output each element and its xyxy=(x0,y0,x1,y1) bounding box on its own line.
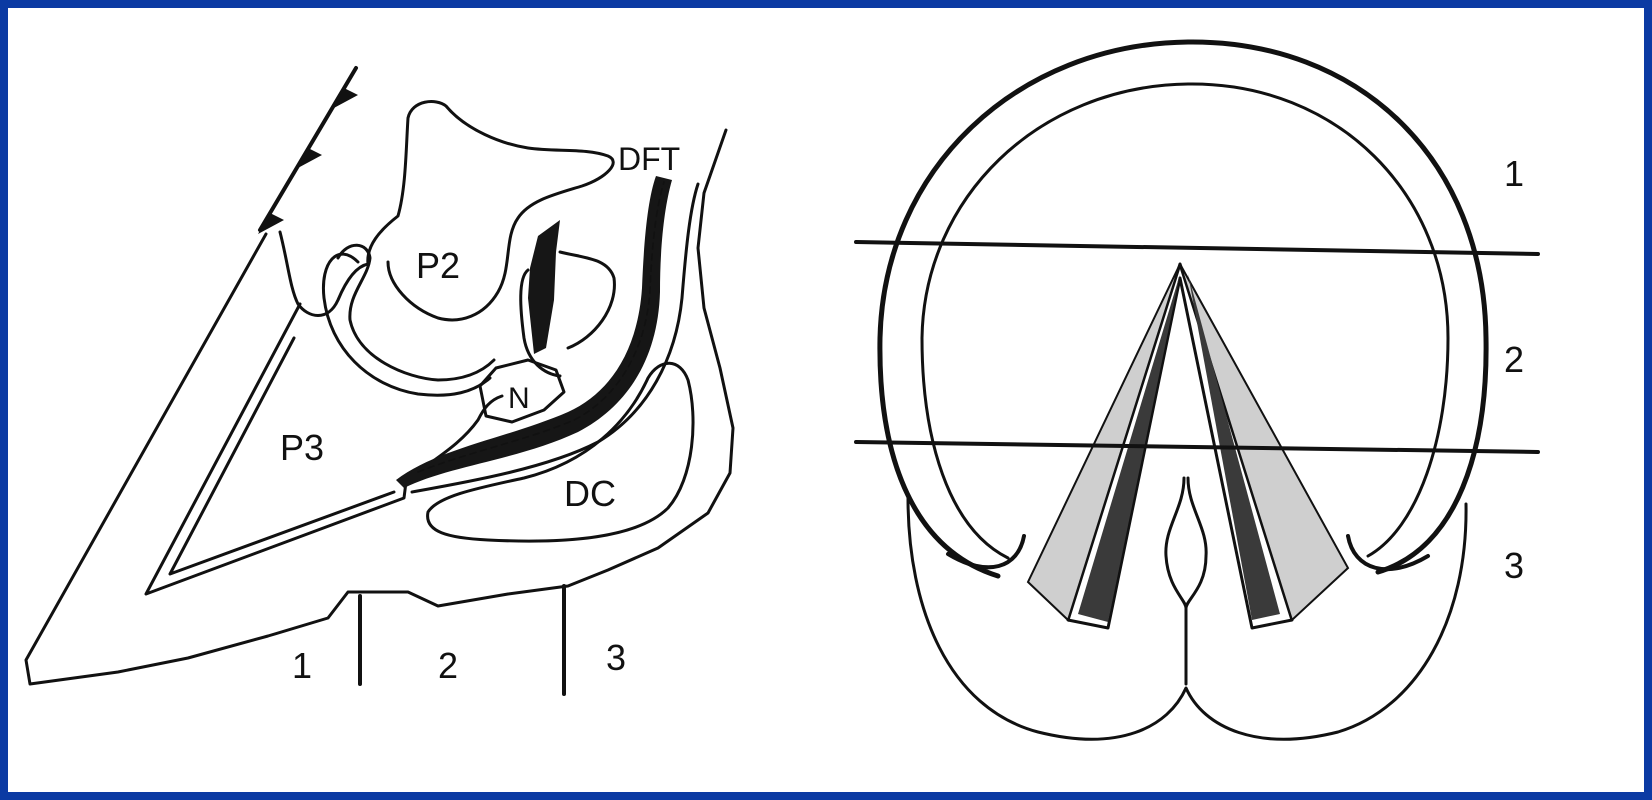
label-n: N xyxy=(508,382,530,415)
tendon-sheath-pocket xyxy=(528,220,560,354)
sagittal-section: P2 P3 N DFT DC 1 2 3 xyxy=(26,68,733,694)
central-sulcus xyxy=(1166,478,1206,608)
white-line xyxy=(922,84,1448,558)
zone-label-1: 1 xyxy=(292,645,312,686)
hoof-outline xyxy=(26,130,733,684)
p3-bone-outer xyxy=(146,304,406,594)
hoof-diagram: P2 P3 N DFT DC 1 2 3 1 2 3 xyxy=(8,8,1644,792)
label-p2: P2 xyxy=(416,245,460,286)
p2-bone xyxy=(280,102,613,320)
region-label-2: 2 xyxy=(1504,339,1524,380)
label-dft: DFT xyxy=(618,141,680,177)
dorsal-wall-arrow xyxy=(258,68,358,234)
solar-view: 1 2 3 xyxy=(856,42,1538,739)
label-dc: DC xyxy=(564,473,616,514)
region-label-3: 3 xyxy=(1504,545,1524,586)
label-p3: P3 xyxy=(280,427,324,468)
section-line-upper xyxy=(856,242,1538,254)
figure-frame: P2 P3 N DFT DC 1 2 3 1 2 3 xyxy=(8,8,1644,792)
region-label-1: 1 xyxy=(1504,153,1524,194)
zone-label-2: 2 xyxy=(438,645,458,686)
zone-label-3: 3 xyxy=(606,637,626,678)
